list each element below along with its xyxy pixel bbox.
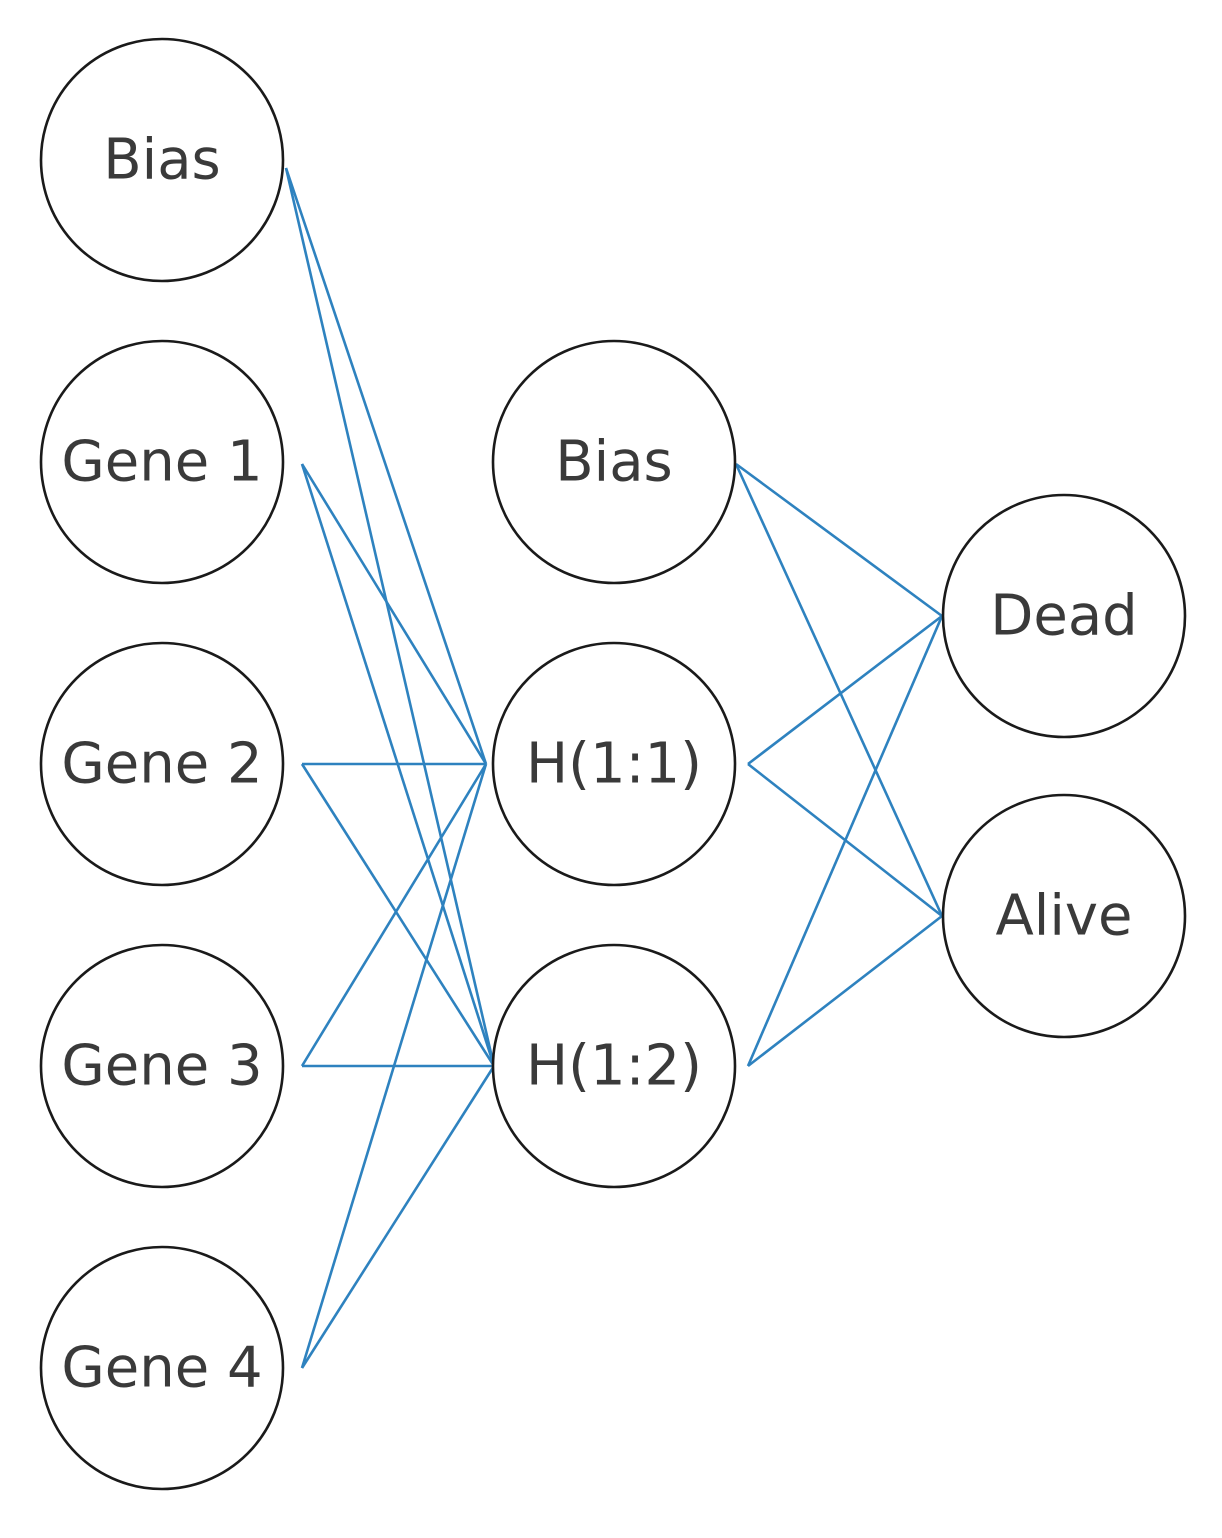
node-gene-2: Gene 2 xyxy=(39,641,285,887)
edge-gene-2-to-h-1-2 xyxy=(300,763,496,1067)
node-circle xyxy=(941,793,1187,1039)
node-circle xyxy=(39,339,285,585)
edge-h-1-2-to-out-alive xyxy=(747,914,943,1068)
node-label: Gene 1 xyxy=(61,430,262,495)
node-label: Dead xyxy=(990,584,1137,649)
node-label: Gene 3 xyxy=(61,1034,262,1099)
node-out-dead: Dead xyxy=(941,493,1187,739)
node-h-1-2: H(1:2) xyxy=(491,943,737,1189)
edge-hidden-bias-to-out-dead xyxy=(735,462,943,618)
node-label: H(1:2) xyxy=(526,1034,702,1099)
node-circle xyxy=(39,641,285,887)
node-circle xyxy=(941,493,1187,739)
edge-gene-1-to-h-1-1 xyxy=(300,463,488,765)
edge-in-bias-to-h-1-2 xyxy=(284,167,496,1067)
node-label: Gene 4 xyxy=(61,1336,262,1401)
connections-group xyxy=(284,167,944,1369)
node-circle xyxy=(39,1245,285,1491)
node-gene-4: Gene 4 xyxy=(39,1245,285,1491)
node-gene-3: Gene 3 xyxy=(39,943,285,1189)
node-circle xyxy=(39,943,285,1189)
node-gene-1: Gene 1 xyxy=(39,339,285,585)
node-circle xyxy=(39,37,285,283)
node-in-bias: Bias xyxy=(39,37,285,283)
node-circle xyxy=(491,943,737,1189)
node-circle xyxy=(491,641,737,887)
node-circle xyxy=(491,339,737,585)
edge-h-1-2-to-out-dead xyxy=(746,615,944,1067)
node-h-1-1: H(1:1) xyxy=(491,641,737,887)
edge-gene-3-to-h-1-1 xyxy=(300,763,488,1067)
node-label: Gene 2 xyxy=(61,732,262,797)
edge-hidden-bias-to-out-alive xyxy=(734,463,944,917)
node-label: H(1:1) xyxy=(526,732,702,797)
node-out-alive: Alive xyxy=(941,793,1187,1039)
node-label: Bias xyxy=(555,430,672,495)
node-hidden-bias: Bias xyxy=(491,339,737,585)
edge-h-1-1-to-out-dead xyxy=(747,614,943,766)
edge-gene-4-to-h-1-2 xyxy=(300,1065,496,1369)
node-label: Alive xyxy=(995,884,1132,949)
edge-in-bias-to-h-1-1 xyxy=(284,167,488,765)
edge-gene-4-to-h-1-1 xyxy=(300,763,488,1369)
node-label: Bias xyxy=(103,128,220,193)
